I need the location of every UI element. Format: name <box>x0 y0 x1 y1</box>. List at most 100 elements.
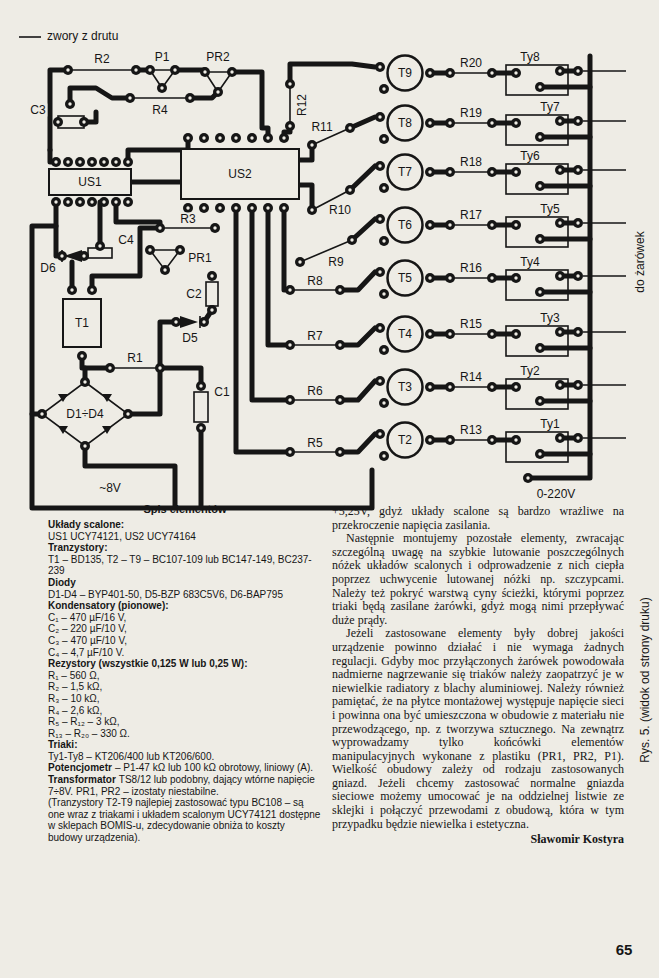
solder-pad <box>63 197 73 207</box>
solder-pad <box>445 329 455 339</box>
transistor-circle <box>388 56 423 91</box>
solder-pad <box>279 133 289 143</box>
article-text: Następnie montujemy pozostałe elementy, … <box>332 532 624 627</box>
solder-pad <box>75 157 85 167</box>
solder-pad <box>170 65 180 75</box>
part-label: R1 <box>125 352 144 365</box>
component-outline <box>290 451 340 453</box>
solder-pad <box>196 423 206 433</box>
solder-pad <box>555 380 565 390</box>
solder-pad <box>67 285 77 295</box>
copper-trace <box>128 138 188 162</box>
component-outline <box>110 367 160 369</box>
solder-pad <box>335 340 345 350</box>
parts-list-text: R₃ – 10 kΩ, <box>48 693 322 705</box>
solder-pad <box>155 363 165 373</box>
copper-trace <box>128 368 160 414</box>
copper-trace <box>92 228 160 290</box>
figure-caption: Rys. 5. (widok od strony druku) <box>639 595 652 764</box>
parts-list-text: Kondensatory (pionowe): <box>48 600 322 612</box>
component-outline <box>583 437 626 439</box>
solder-pad <box>210 223 220 233</box>
component-outline <box>583 331 626 333</box>
solder-pad <box>285 340 295 350</box>
copper-trace <box>290 64 375 84</box>
triac-outline <box>506 65 568 462</box>
solder-pad <box>285 447 295 457</box>
solder-pad <box>573 218 583 228</box>
component-label: T7 <box>398 166 412 179</box>
component-outline <box>450 171 492 173</box>
solder-pad <box>125 93 135 103</box>
solder-pad <box>307 140 317 150</box>
component-label: T3 <box>398 381 412 394</box>
solder-pad <box>573 116 583 126</box>
solder-pad <box>535 82 545 92</box>
copper-trace <box>50 70 68 150</box>
solder-pad <box>445 167 455 177</box>
solder-pad <box>573 165 583 175</box>
parts-list-text: D1-D4 – BYP401-50, D5-BZP 683C5V6, D6-BA… <box>48 589 322 601</box>
solder-pad <box>379 451 389 461</box>
transistor-outline: T3 <box>386 368 424 406</box>
copper-trace <box>284 208 290 290</box>
triac-outline <box>506 326 568 356</box>
solder-pad <box>175 245 185 255</box>
solder-pad <box>523 473 533 483</box>
solder-pad <box>511 167 521 177</box>
solder-pad <box>145 65 155 75</box>
solder-pad <box>123 197 133 207</box>
component-outline <box>583 275 626 277</box>
solder-pad <box>511 382 521 392</box>
component-outline <box>42 382 128 446</box>
copper-trace <box>540 346 590 351</box>
solder-pad <box>37 409 47 419</box>
part-label: Ty8 <box>518 51 541 64</box>
legend-text: zwory z drutu <box>47 30 118 43</box>
component-outline <box>450 224 492 226</box>
solder-pad <box>263 203 273 213</box>
copper-trace <box>32 56 590 508</box>
component-outline <box>450 122 492 124</box>
copper-trace <box>340 381 375 400</box>
copper-trace <box>540 399 590 404</box>
component-outline <box>450 71 626 440</box>
solder-pad <box>295 257 305 267</box>
solder-pad <box>79 251 89 261</box>
transistor-outline: T8 <box>386 104 424 142</box>
transistor-outline: T6 <box>386 206 424 244</box>
copper-trace <box>85 446 175 508</box>
diode-symbol <box>58 426 68 434</box>
solder-pad <box>157 83 167 93</box>
solder-pad <box>105 363 115 373</box>
transistor-body: T1 <box>62 298 102 348</box>
parts-list-text: R₅ – R₁₂ – 3 kΩ, <box>48 716 322 728</box>
parts-list-text: R₄ – 2,6 kΩ, <box>48 705 322 717</box>
parts-list-text: Diody <box>48 577 322 589</box>
part-label: R15 <box>458 318 484 331</box>
solder-pad <box>555 116 565 126</box>
copper-trace <box>160 368 201 386</box>
component-outline <box>160 227 215 229</box>
parts-list-text: US1 UCY74121, US2 UCY74164 <box>48 531 322 543</box>
part-label: R6 <box>305 385 324 398</box>
solder-pad <box>375 161 385 171</box>
parts-list-text: Ty1-Ty8 – KT206/400 lub KT206/600. <box>48 751 322 763</box>
legend-item: zwory z drutu <box>18 30 118 43</box>
article-column: +5,25V, gdyż układy scalone są bardzo wr… <box>332 505 624 847</box>
component-outline <box>450 72 492 74</box>
part-label: C4 <box>116 234 135 247</box>
part-label: Ty2 <box>518 365 541 378</box>
transistor-circle <box>388 261 423 296</box>
triac-outline <box>506 432 568 462</box>
transistor-circle <box>388 106 423 141</box>
solder-pad <box>511 329 521 339</box>
solder-pad <box>345 185 355 195</box>
solder-pad <box>63 157 73 167</box>
solder-pad <box>307 205 317 215</box>
part-label: R11 <box>309 121 334 134</box>
solder-pad <box>445 435 455 445</box>
ic-chip: US2 <box>180 148 300 200</box>
part-label: R19 <box>458 107 484 120</box>
part-label: R20 <box>458 57 484 70</box>
